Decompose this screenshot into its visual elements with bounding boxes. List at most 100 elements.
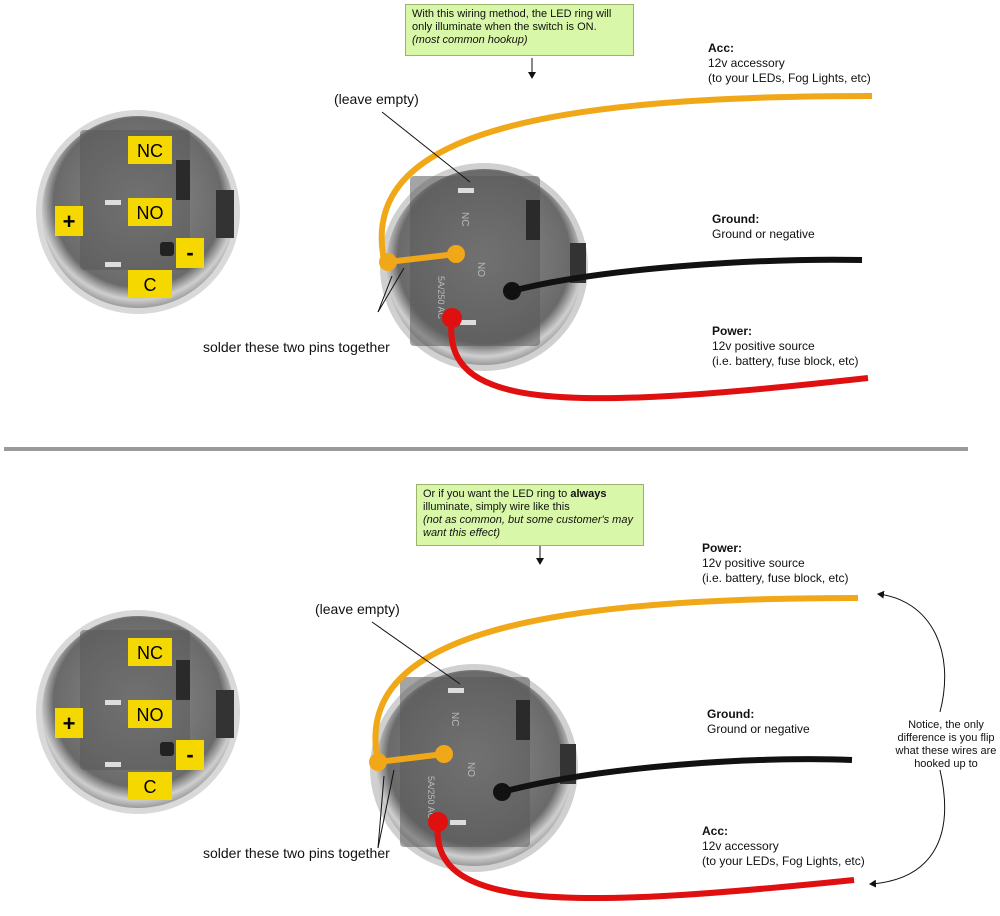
solder-leader [377,775,385,849]
acc-title: Acc: [702,824,729,838]
acc-line2: (to your LEDs, Fog Lights, etc) [702,854,865,868]
top-acc-label: Acc: 12v accessory (to your LEDs, Fog Li… [708,41,871,86]
solder-point [435,745,453,763]
acc-title: Acc: [708,41,735,55]
pin-label-no: NO [128,700,172,728]
solder-point [447,245,465,263]
top-note-line1: With this wiring method, the LED ring wi… [412,8,612,20]
label-box [55,206,83,236]
c-text: C [144,777,157,797]
top-note-line2: only illuminate when the switch is ON. [412,21,597,33]
notice-line: difference is you flip [897,732,995,744]
ground-terminal [503,282,521,300]
bottom-note-line3: (not as common, but some customer's may [423,514,633,526]
no-text: NO [137,203,164,223]
ground-wire [511,256,863,294]
top-solder-label: solder these two pins together [203,339,390,355]
jumper-wire [387,251,457,265]
notice-text: Notice, the only difference is you flip … [876,719,1000,771]
wired-switch-bottom: NC NO 5A/250 AC [370,664,578,872]
acc-line1: 12v accessory [702,839,779,853]
minus-text: - [186,742,193,767]
top-leave-empty: (leave empty) [334,91,419,107]
acc-terminal [428,812,448,832]
plus-text: + [63,209,76,234]
section-divider [4,447,968,451]
label-box [176,238,204,268]
stamp-nc: NC [449,712,460,726]
pin-label-nc: NC [128,136,172,164]
pin-label-plus: + [55,206,83,236]
minus-text: - [186,240,193,265]
bottom-note-line2: illuminate, simply wire like this [423,501,570,513]
notice-arrow-down [869,769,946,888]
acc-line2: (to your LEDs, Fog Lights, etc) [708,71,871,85]
power-wire [448,317,869,402]
pin-label-no: NO [128,198,172,226]
label-box [128,638,172,666]
label-box [128,136,172,164]
pin-label-plus: + [55,708,83,738]
nc-text: NC [137,141,163,161]
pin-label-c: C [128,772,172,800]
bottom-ground-label: Ground: Ground or negative [707,707,810,737]
bottom-power-label: Power: 12v positive source (i.e. battery… [702,541,849,586]
leave-empty-leader [381,111,471,183]
power-line1: 12v positive source [702,556,805,570]
power-terminal [442,308,462,328]
solder-point [379,253,397,271]
solder-point [369,753,387,771]
pin-label-minus: - [176,238,204,268]
ground-wire [501,756,853,795]
notice-arrow-up [877,590,946,713]
stamp-rating: 5A/250 AC [436,276,446,320]
c-text: C [144,275,157,295]
label-box [176,740,204,770]
notice-line: Notice, the only [908,719,984,731]
bottom-solder-label: solder these two pins together [203,845,390,861]
ground-terminal [493,783,511,801]
stamp-no: NO [465,762,476,777]
nc-text: NC [137,643,163,663]
power-line2: (i.e. battery, fuse block, etc) [702,571,849,585]
power-title: Power: [712,324,753,338]
acc-wire [378,93,873,261]
bottom-note-line1-bold: always [570,488,607,500]
label-box [128,198,172,226]
ground-line1: Ground or negative [707,722,810,736]
stamp-rating: 5A/250 AC [426,776,436,820]
acc-wire-red [434,821,855,901]
power-wire-yellow [372,595,859,763]
bottom-note: Or if you want the LED ring to always il… [416,484,644,546]
solder-leader [377,275,393,313]
power-title: Power: [702,541,743,555]
stamp-no: NO [475,262,486,277]
top-ground-label: Ground: Ground or negative [712,212,815,242]
pin-label-minus: - [176,740,204,770]
solder-leader [377,267,405,313]
label-box [128,270,172,298]
jumper-wire [377,751,445,765]
acc-line1: 12v accessory [708,56,785,70]
bottom-acc-label: Acc: 12v accessory (to your LEDs, Fog Li… [702,824,865,869]
ground-title: Ground: [707,707,755,721]
solder-leader [377,769,395,849]
plus-text: + [63,711,76,736]
top-note: With this wiring method, the LED ring wi… [405,4,634,56]
bottom-leave-empty: (leave empty) [315,601,400,617]
pin-label-c: C [128,270,172,298]
wired-switch-top: NC NO 5A/250 AC [380,163,588,371]
top-power-label: Power: 12v positive source (i.e. battery… [712,324,859,369]
pin-label-nc: NC [128,638,172,666]
label-box [128,772,172,800]
bottom-note-line1-pre: Or if you want the LED ring to [423,488,571,500]
label-box [55,708,83,738]
power-line2: (i.e. battery, fuse block, etc) [712,354,859,368]
leave-empty-leader [371,621,461,685]
ground-title: Ground: [712,212,760,226]
top-note-line3: (most common hookup) [412,34,528,46]
notice-line: hooked up to [914,758,978,770]
label-box [128,700,172,728]
notice-line: what these wires are [895,745,997,757]
